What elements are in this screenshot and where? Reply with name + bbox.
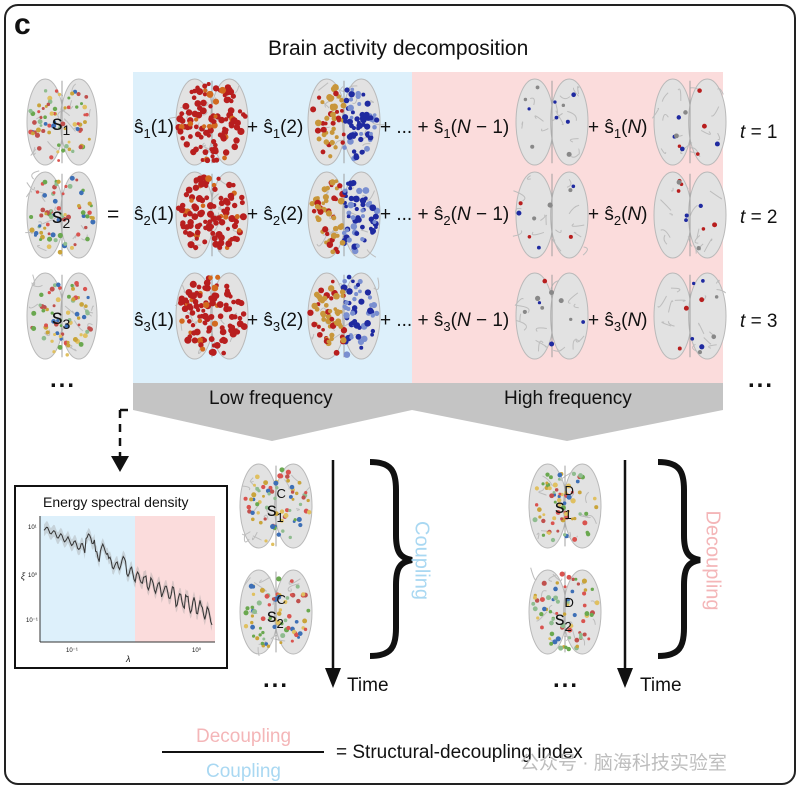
- component-brain-n1-row-1: [515, 78, 589, 166]
- component-brain-n1-row-3: [514, 272, 589, 360]
- signal-brain-row-2: [25, 170, 98, 259]
- high-frequency-label: High frequency: [504, 388, 632, 409]
- panel-label: c: [14, 8, 31, 41]
- component-brain-2-row-3: [307, 272, 381, 360]
- time-index-1: t = 1: [740, 122, 778, 143]
- decoupling-brace: [657, 459, 701, 659]
- signal-s2: s2: [52, 205, 71, 232]
- row-2-term-1: ŝ2(1): [134, 204, 174, 228]
- row-1-term-2: + ŝ1(2): [247, 117, 304, 141]
- coupled-ellipsis: ...: [263, 666, 290, 693]
- low-frequency-funnel: [133, 383, 412, 441]
- inset-ytick-top: 10¹: [28, 525, 37, 531]
- low-frequency-label: Low frequency: [209, 388, 333, 409]
- decoupling-vertical-label: Decoupling: [701, 510, 724, 611]
- row-1-term-4: + ŝ1(N): [588, 117, 648, 141]
- component-brain-n-row-2: [653, 171, 727, 259]
- inset-ytick-mid: 10⁰: [28, 573, 38, 579]
- signal-brain-row-1: [26, 78, 98, 166]
- inset-spectrum-line: [43, 526, 213, 626]
- high-frequency-funnel: [412, 383, 723, 441]
- time-label-low: Time: [347, 675, 389, 696]
- signal-s3: s3: [52, 306, 71, 333]
- index-fraction-bar: [162, 751, 324, 753]
- signal-brain-row-3: [26, 272, 98, 360]
- inset-xtick-right: 10⁰: [192, 648, 202, 654]
- right-ellipsis: ...: [748, 366, 775, 393]
- inset-xlabel: λ: [126, 654, 131, 664]
- component-brain-1-row-1: [169, 78, 249, 166]
- row-2-term-4: + ŝ2(N): [588, 204, 648, 228]
- left-ellipsis: ...: [50, 366, 77, 393]
- row-2-term-2: + ŝ2(2): [247, 204, 304, 228]
- index-equals-text: = Structural-decoupling index: [336, 742, 583, 763]
- coupled-brain-2: [239, 569, 313, 657]
- decoupled-ellipsis: ...: [553, 666, 580, 693]
- time-label-high: Time: [640, 675, 682, 696]
- row-3-term-1: ŝ3(1): [134, 310, 174, 334]
- row-1-term-1: ŝ1(1): [134, 117, 174, 141]
- row-1-term-3: + ... + ŝ1(N − 1): [380, 117, 510, 141]
- inset-xtick-left: 10⁻¹: [66, 648, 78, 654]
- inset-ytick-bot: 10⁻¹: [26, 618, 38, 624]
- decoupled-brain-2: [528, 567, 602, 655]
- inset-ylabel: ξ: [21, 571, 26, 581]
- row-3-term-4: + ŝ3(N): [588, 310, 648, 334]
- coupling-brace: [369, 459, 413, 659]
- component-brain-n1-row-2: [512, 171, 589, 259]
- row-3-term-3: + ... + ŝ3(N − 1): [380, 310, 510, 334]
- time-index-3: t = 3: [740, 311, 778, 332]
- component-brain-2-row-1: [307, 78, 385, 166]
- row-2-term-3: + ... + ŝ2(N − 1): [380, 204, 510, 228]
- figure-title: Brain activity decomposition: [268, 37, 529, 60]
- inset-high-region: [135, 516, 215, 642]
- component-brain-2-row-2: [307, 171, 381, 259]
- component-brain-1-row-3: [174, 272, 249, 360]
- index-denominator: Coupling: [206, 761, 281, 782]
- coupling-vertical-label: Coupling: [410, 521, 433, 600]
- coupled-brain-1: [239, 463, 313, 549]
- index-numerator: Decoupling: [196, 726, 292, 747]
- watermark: 公众号 · 脑海科技实验室: [520, 753, 727, 774]
- component-brain-n-row-1: [651, 78, 727, 166]
- inset-title: Energy spectral density: [43, 494, 189, 510]
- signal-s1: s1: [52, 112, 71, 139]
- equals-sign: =: [107, 203, 120, 226]
- decoupled-brain-1: [528, 463, 602, 549]
- component-brain-1-row-2: [175, 171, 249, 259]
- row-3-term-2: + ŝ3(2): [247, 310, 304, 334]
- component-brain-n-row-3: [653, 272, 727, 360]
- time-index-2: t = 2: [740, 207, 778, 228]
